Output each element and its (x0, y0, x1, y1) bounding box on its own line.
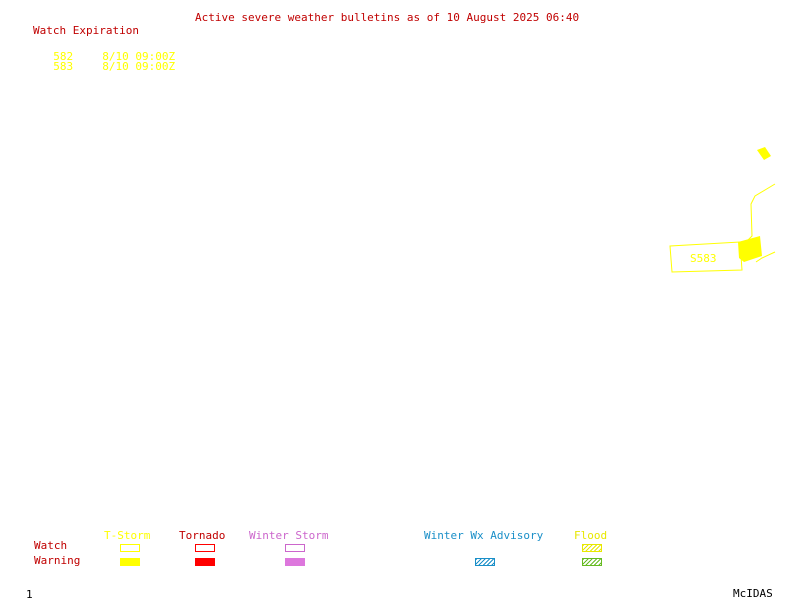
legend-flood-label: Flood (574, 529, 608, 542)
legend-tornado-watch-swatch (195, 544, 215, 552)
legend-winter-wx-advisory-label: Winter Wx Advisory (424, 529, 544, 542)
watch-id: 583 (53, 60, 74, 73)
mcidas-brand: McIDAS (733, 587, 773, 600)
legend-winter-storm-warning-swatch (285, 558, 305, 566)
legend-tornado-label: Tornado (179, 529, 226, 542)
legend-watch-label: Watch (34, 539, 68, 552)
warning-polygon (757, 147, 771, 160)
legend-flood-warning-swatch (582, 558, 602, 566)
watch-box-label: S583 (690, 252, 717, 265)
watch-id: 582 (53, 50, 74, 63)
legend-flood-watch-swatch (582, 544, 602, 552)
bulletin-title: Active severe weather bulletins as of 10… (195, 11, 580, 24)
legend-warning-label: Warning (34, 554, 81, 567)
boundary-line (745, 183, 776, 243)
frame-number: 1 (26, 588, 33, 601)
watch-expires: 8/10 09:00Z (102, 60, 176, 73)
legend-tstorm-warning-swatch (120, 558, 140, 566)
watch-expiration-heading: Watch Expiration (33, 24, 139, 37)
boundary-line (755, 251, 776, 263)
legend-tstorm-watch-swatch (120, 544, 140, 552)
legend-winter-storm-label: Winter Storm (249, 529, 329, 542)
legend-winter-storm-watch-swatch (285, 544, 305, 552)
watch-row: 583 8/10 09:00Z (40, 52, 175, 72)
watch-row: 582 8/10 09:00Z (40, 42, 175, 62)
legend-tornado-warning-swatch (195, 558, 215, 566)
warning-polygon (738, 236, 762, 262)
legend-tstorm-label: T-Storm (104, 529, 151, 542)
watch-expires: 8/10 09:00Z (102, 50, 176, 63)
watch-box-583 (669, 241, 743, 273)
legend-winter-wx-advisory-swatch (475, 558, 495, 566)
